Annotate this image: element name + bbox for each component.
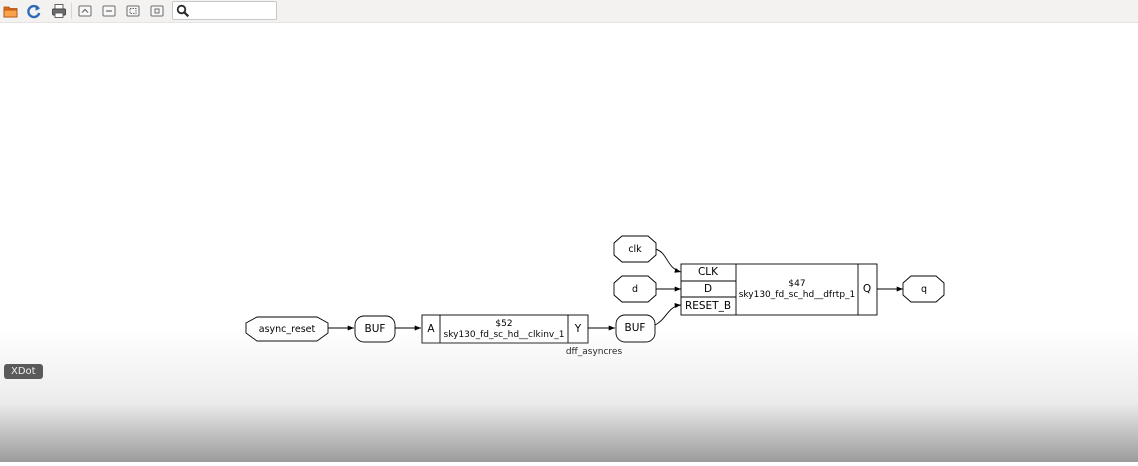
port-d[interactable]: d [613,275,657,303]
cell-dfrtp-pin-reset-b: RESET_B [685,300,731,312]
module-label: dff_asyncres [566,347,623,357]
port-q-label: q [921,284,927,295]
zoom-100-icon[interactable] [148,2,166,20]
cell-clkinv-type: sky130_fd_sc_hd__clkinv_1 [444,330,565,340]
port-clk[interactable]: clk [613,235,657,263]
cell-dfrtp-pin-d: D [704,283,712,295]
open-folder-icon[interactable] [2,2,20,20]
zoom-in-icon[interactable] [76,2,94,20]
buffer-node-2-label: BUF [625,322,646,334]
cell-clkinv-pin-y: Y [574,323,582,335]
edge-buf2-to-dff-reset [654,302,682,326]
port-async-reset-label: async_reset [259,324,316,335]
graph-canvas[interactable]: async_reset BUF A $52 sky130_fd_sc_hd__c… [0,23,1138,462]
cell-dfrtp-pin-q: Q [863,283,871,295]
cell-dfrtp[interactable]: CLK D RESET_B $47 sky130_fd_sc_hd__dfrtp… [680,263,878,316]
port-clk-label: clk [628,244,642,255]
edge-clk-to-dff [654,248,682,273]
netlist-graph: async_reset BUF A $52 sky130_fd_sc_hd__c… [245,235,945,357]
graph-edges [328,248,903,331]
port-d-label: d [632,284,638,295]
zoom-out-icon[interactable] [100,2,118,20]
app-name-badge: XDot [4,364,43,379]
cell-clkinv-id: $52 [495,319,512,329]
buffer-node-1[interactable]: BUF [354,315,396,343]
toolbar [0,0,1138,23]
cell-clkinv-pin-a: A [427,323,435,335]
port-q[interactable]: q [902,275,945,303]
cell-dfrtp-pin-clk: CLK [698,266,719,278]
search-icon [176,4,190,18]
buffer-node-2[interactable]: BUF [615,314,656,343]
cell-dfrtp-id: $47 [788,279,805,289]
search-input[interactable] [191,3,273,18]
search-field[interactable] [172,1,277,20]
reload-icon[interactable] [25,2,43,20]
buffer-node-1-label: BUF [365,323,386,335]
print-icon[interactable] [50,2,68,20]
port-async-reset[interactable]: async_reset [245,316,329,342]
cell-dfrtp-type: sky130_fd_sc_hd__dfrtp_1 [739,290,856,300]
cell-clkinv[interactable]: A $52 sky130_fd_sc_hd__clkinv_1 Y [421,314,589,344]
toolbar-separator [71,3,72,19]
zoom-fit-icon[interactable] [124,2,142,20]
